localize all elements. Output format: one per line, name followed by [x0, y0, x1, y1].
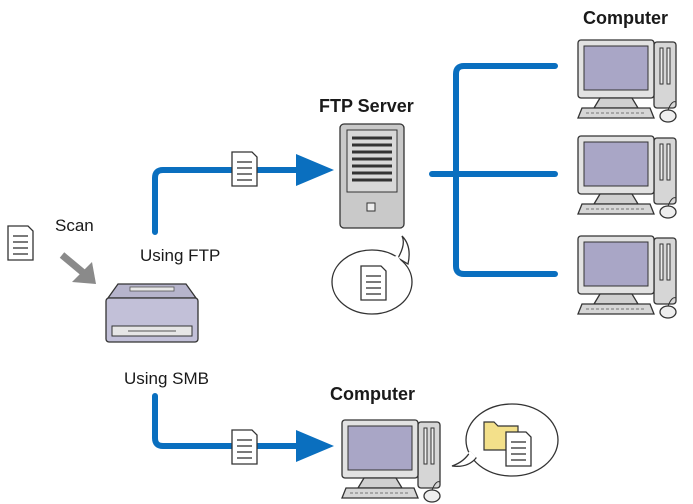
ftp-route-line: [152, 167, 303, 235]
hub-trunk-line: [453, 63, 558, 277]
printer-icon: [105, 283, 199, 343]
ftp-document-icon: [231, 151, 258, 187]
ftp-server-label: FTP Server: [319, 96, 414, 116]
computer-icon-2: [577, 135, 677, 219]
computer-icon-1: [577, 39, 677, 123]
server-document-icon: [360, 265, 387, 301]
computer-icon-bottom: [341, 419, 441, 503]
network-lines: [152, 63, 558, 449]
computer-top-label: Computer: [583, 8, 668, 28]
computer-bottom-label: Computer: [330, 384, 415, 404]
smb-route-line: [152, 393, 303, 449]
ftp-arrowhead-icon: [296, 154, 334, 186]
smb-document-icon: [231, 429, 258, 465]
smb-arrowhead-icon: [296, 430, 334, 462]
scan-arrow-icon: [59, 252, 96, 284]
using-smb-label: Using SMB: [124, 369, 210, 388]
server-icon: [339, 123, 405, 229]
computer-icon-3: [577, 235, 677, 319]
computer-document-icon: [505, 431, 532, 467]
scan-label: Scan: [55, 216, 94, 235]
using-ftp-label: Using FTP: [140, 246, 221, 265]
scanned-document-icon: [7, 225, 34, 261]
